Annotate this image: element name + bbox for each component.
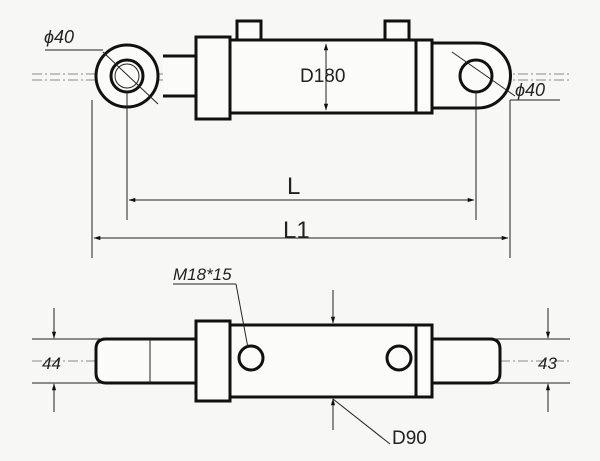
left-clevis-eye [94, 43, 202, 109]
cylinder-body-top [194, 19, 434, 121]
left-eye-diameter-label: ϕ40 [44, 27, 74, 47]
length-label: L [287, 173, 300, 200]
right-eye-diameter-label: ϕ40 [515, 80, 545, 100]
port-right [385, 344, 413, 372]
bottom-view: M18*15 D90 44 43 [32, 265, 570, 449]
top-view: D180 ϕ40 ϕ40 L L1 [32, 19, 570, 258]
port-left [237, 344, 265, 372]
left-dimension-label: 44 [42, 354, 61, 373]
rod-diameter-label: D90 [392, 428, 427, 449]
right-dimension-label: 43 [538, 354, 557, 373]
bore-label: D180 [300, 66, 345, 87]
right-clevis-eye [430, 41, 516, 110]
overall-length-label: L1 [283, 217, 310, 244]
port-thread-label: M18*15 [173, 265, 232, 284]
rod-leader [332, 398, 391, 445]
port-leader [235, 283, 249, 349]
left-rod-end [94, 337, 202, 385]
right-rod-end [430, 337, 502, 385]
